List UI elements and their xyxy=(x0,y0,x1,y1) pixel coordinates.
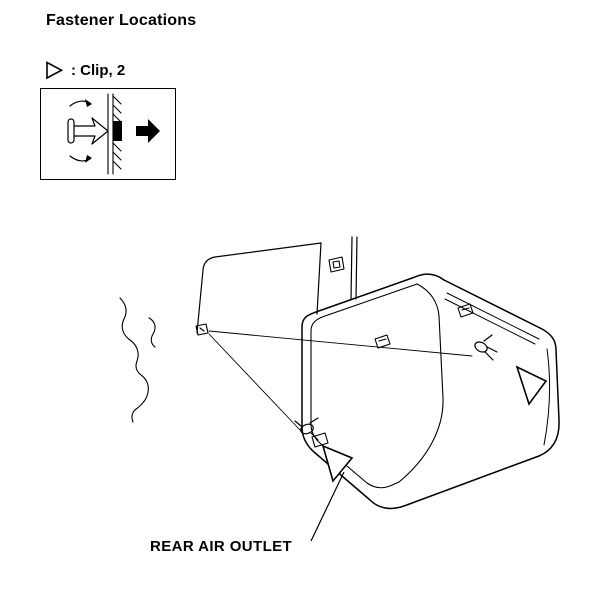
clip-marker-triangle-lower xyxy=(321,444,354,483)
clip-location-triangle-icon xyxy=(46,61,64,80)
duct-mounting-tab-top xyxy=(374,334,391,349)
clip-fastener-lower-left xyxy=(294,417,319,441)
duct-side-contour xyxy=(543,348,551,446)
clip-marker-triangle-right xyxy=(515,365,548,406)
part-label-leader-line xyxy=(310,471,345,542)
clip-leader-lines xyxy=(208,330,473,431)
duct-body xyxy=(301,273,560,510)
diagram-title: Fastener Locations xyxy=(46,12,197,29)
clip-prongs xyxy=(91,117,109,145)
clip-seat-patch xyxy=(113,121,122,141)
clip-fastener-right xyxy=(474,334,498,361)
insert-direction-arrow-icon xyxy=(136,119,160,143)
duct-mounting-tab-upper-right xyxy=(457,303,474,318)
duct-top-seam xyxy=(444,292,540,345)
panel-section xyxy=(107,93,122,175)
mounting-panel xyxy=(195,236,358,336)
vehicle-body-contour xyxy=(119,297,156,423)
duct-outline xyxy=(301,273,560,510)
clip-head xyxy=(67,118,75,144)
legend-border xyxy=(40,88,176,180)
body-edge-line xyxy=(355,236,358,300)
panel-square-hole xyxy=(328,256,345,273)
hatch-marks xyxy=(112,95,122,170)
clip-drawing xyxy=(67,117,109,145)
part-label: REAR AIR OUTLET xyxy=(150,538,293,555)
legend-label: : Clip, 2 xyxy=(71,61,126,79)
panel-clip-hole xyxy=(195,323,209,336)
panel-outline xyxy=(196,242,322,334)
panel-right-edge xyxy=(316,242,322,315)
flex-arrows xyxy=(69,99,92,163)
duct-mounting-tab-lower-left xyxy=(311,432,329,448)
clip-legend-illustration xyxy=(40,88,176,180)
body-edge-line xyxy=(350,236,353,301)
legend: : Clip, 2 xyxy=(44,60,125,80)
